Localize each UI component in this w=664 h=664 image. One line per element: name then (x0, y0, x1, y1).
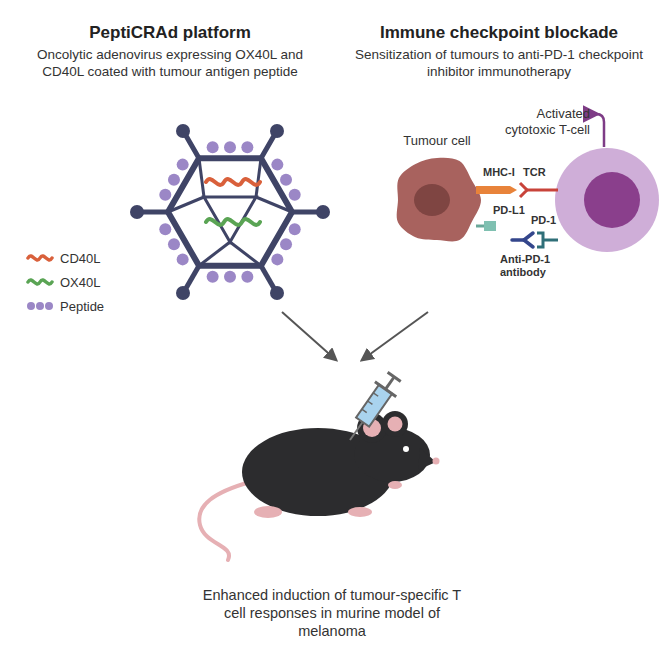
pd-1-symbol (537, 233, 558, 247)
node-text: Sensitization of tumours to anti-PD-1 ch… (338, 43, 660, 81)
peptide-dot (289, 223, 301, 235)
legend-row: Peptide (26, 298, 104, 314)
legend-text: Peptide (60, 299, 104, 314)
annotation-label: MHC-I (483, 166, 515, 179)
cell-node: Tumour cell (392, 133, 482, 245)
peptide-dot (224, 141, 236, 153)
annotation-label: TCR (523, 166, 546, 179)
legend-row: CD40L (26, 250, 100, 266)
annotation-label: PD-L1 (493, 204, 525, 217)
node-text: Enhanced induction of tumour-specific T … (190, 586, 474, 648)
legend-text: CD40L (60, 251, 100, 266)
pd-l1-stem (476, 225, 484, 228)
peptide-dot (241, 141, 253, 153)
pd-l1-symbol (484, 221, 496, 231)
peptide-dot (271, 159, 283, 171)
mhc-i-symbol (476, 186, 517, 194)
peptide-dot (159, 189, 171, 201)
t-cell-nucleus (584, 172, 640, 228)
t-cell-body (555, 148, 659, 252)
legend-text: OX40L (60, 275, 100, 290)
peptide-dot (177, 159, 189, 171)
annotation-label: Anti-PD-1 antibody (500, 253, 570, 279)
peptide-dot (241, 271, 253, 283)
legend-swatch (26, 298, 54, 314)
peptide-dot (207, 271, 219, 283)
peptide-dot (207, 141, 219, 153)
peptide-dot (224, 271, 236, 283)
peptide-dot (159, 223, 171, 235)
panel-node: PeptiCRAd platformOncolytic adenovirus e… (15, 22, 325, 310)
peptide-dot (177, 253, 189, 265)
peptide-dot (168, 238, 180, 250)
tcr-symbol (520, 183, 558, 197)
legend-swatch (26, 250, 54, 266)
peptide-dot (289, 189, 301, 201)
peptide-dot (271, 253, 283, 265)
annotation-label: Activated cytotoxic T-cell (488, 106, 590, 137)
syringe (339, 369, 404, 447)
flow-arrow (282, 312, 336, 360)
tumour-cell-body (397, 158, 481, 242)
panel-heading: PeptiCRAd platform (15, 22, 325, 43)
peptide-dot (280, 174, 292, 186)
flow-arrow (362, 312, 428, 360)
panel-node: Enhanced induction of tumour-specific T … (190, 360, 474, 648)
panel-heading: Immune checkpoint blockade (338, 22, 660, 43)
annotation-label: PD-1 (531, 214, 556, 227)
legend-row: OX40L (26, 274, 100, 290)
oncolytic-adenovirus (130, 124, 330, 300)
mouse (199, 411, 439, 560)
node-text: Oncolytic adenovirus expressing OX40L an… (15, 43, 325, 81)
antibody-symbol (512, 233, 533, 247)
peptide-dot (168, 174, 180, 186)
tumour-nucleus (414, 184, 450, 216)
legend-swatch (26, 274, 54, 290)
activation-arrow (596, 114, 604, 147)
peptide-dot (280, 238, 292, 250)
node-text: Tumour cell (392, 133, 482, 149)
